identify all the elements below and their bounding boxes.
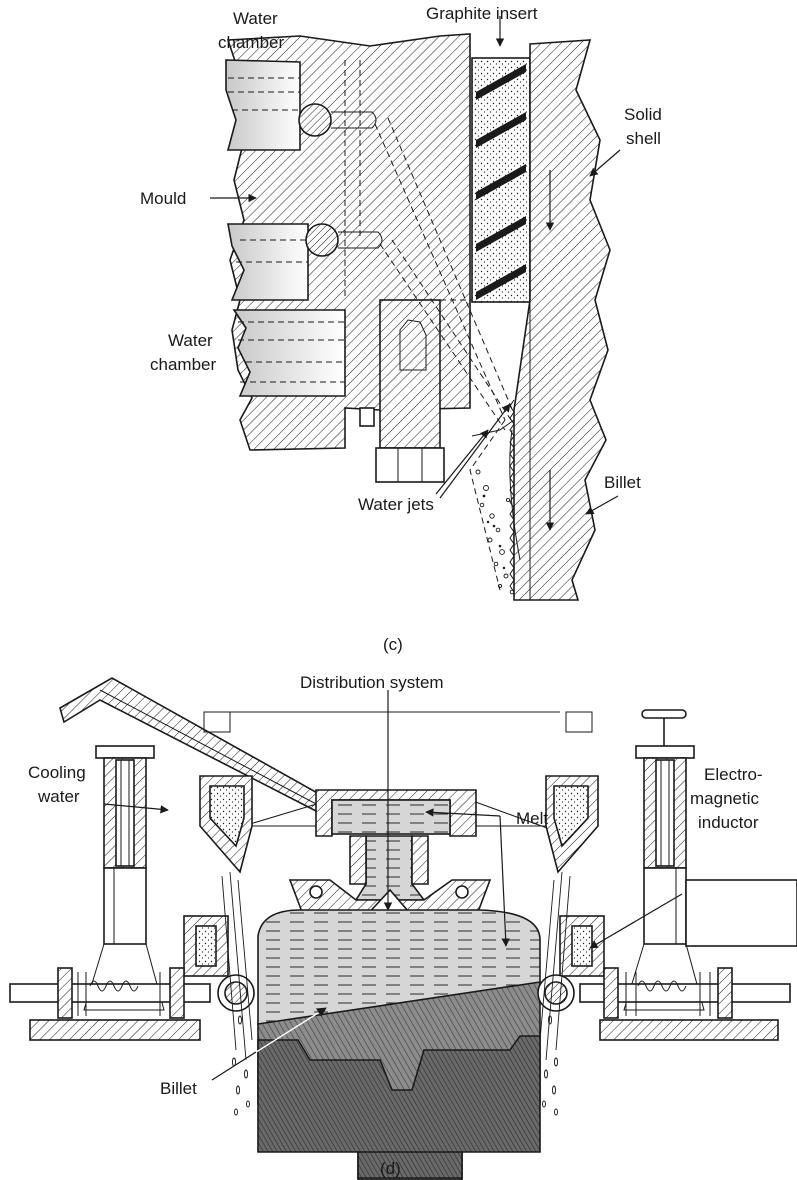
label-melt: Melt (516, 809, 548, 828)
caption-c: (c) (383, 635, 403, 654)
label-water-chamber-bottom-1: Water (168, 331, 213, 350)
spray-left (221, 871, 253, 1116)
label-distribution-system: Distribution system (300, 673, 444, 692)
right-column (579, 709, 797, 1041)
label-solid-shell-1: Solid (624, 105, 662, 124)
label-billet-c: Billet (604, 473, 641, 492)
label-graphite-insert: Graphite insert (426, 4, 538, 23)
bolt-block (379, 299, 441, 449)
label-water-chamber-top-1: Water (233, 9, 278, 28)
label-mould: Mould (140, 189, 186, 208)
spray-right (539, 871, 571, 1116)
pipe-lower (305, 223, 339, 257)
water-chamber-upper (225, 59, 301, 151)
label-billet-d: Billet (160, 1079, 197, 1098)
label-cooling-water-2: water (37, 787, 80, 806)
left-column (9, 745, 211, 1041)
label-cooling-water-1: Cooling (28, 763, 86, 782)
caption-d: (d) (380, 1159, 401, 1178)
launder (59, 677, 332, 813)
water-chamber-lower-2 (232, 309, 346, 397)
label-solid-shell-2: shell (626, 129, 661, 148)
label-water-chamber-bottom-2: chamber (150, 355, 216, 374)
water-droplets (475, 469, 515, 595)
panel-c: Water chamber Graphite insert Solid shel… (140, 4, 662, 654)
label-electromagnetic-1: Electro- (704, 765, 763, 784)
panel-d: Distribution system Cooling water Melt E… (9, 673, 797, 1180)
label-water-jets: Water jets (358, 495, 434, 514)
label-electromagnetic-2: magnetic (690, 789, 759, 808)
distribution-melt (331, 799, 451, 835)
label-water-chamber-top-2: chamber (218, 33, 284, 52)
label-electromagnetic-3: inductor (698, 813, 759, 832)
pipe-upper (298, 103, 332, 137)
